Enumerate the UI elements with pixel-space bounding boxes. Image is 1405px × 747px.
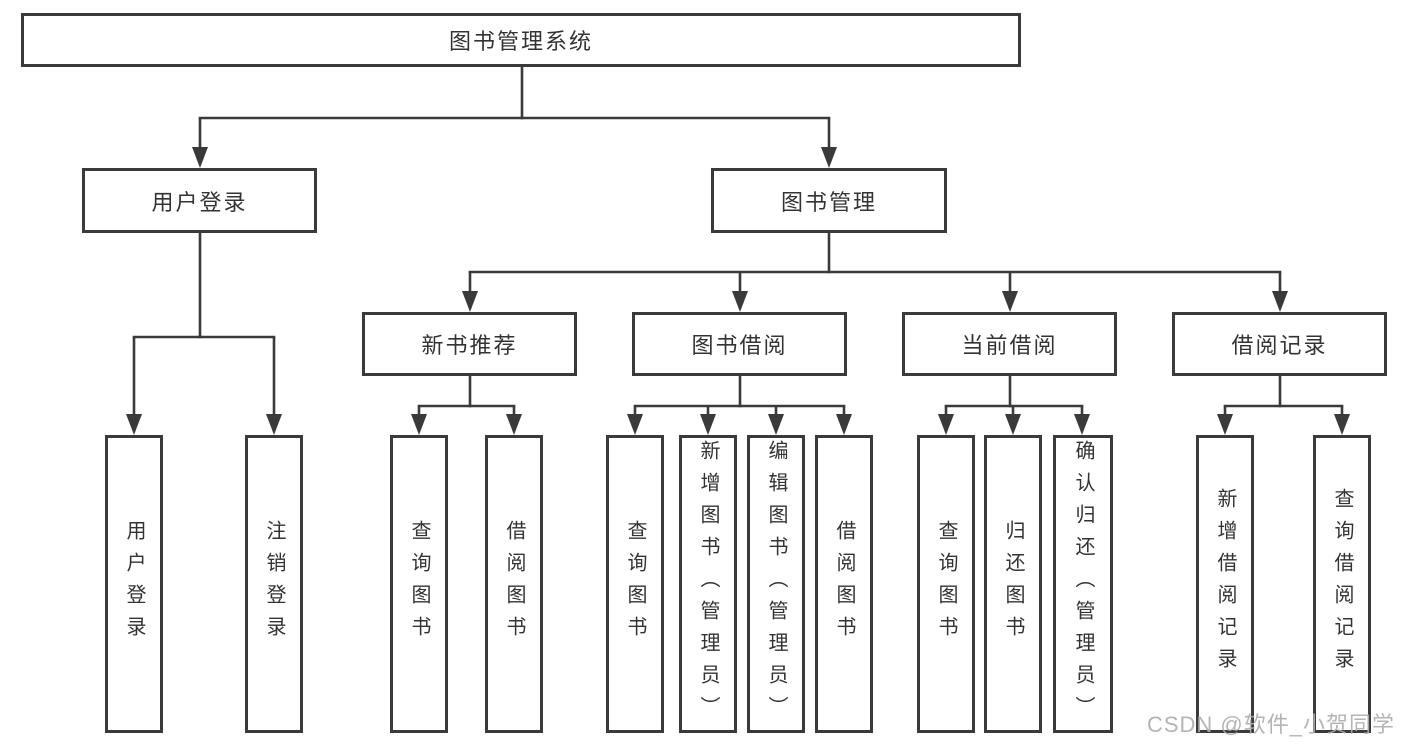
node-user-login: 用户登录 — [82, 168, 317, 233]
leaf-borrow-query-book: 查询图书 — [606, 435, 664, 733]
leaf-current-confirm-return-admin: 确认归还（管理员） — [1053, 435, 1113, 733]
leaf-borrow-borrow-book: 借阅图书 — [815, 435, 873, 733]
leaf-newbook-borrow-book: 借阅图书 — [485, 435, 543, 733]
leaf-current-return-book: 归还图书 — [984, 435, 1042, 733]
leaf-borrow-edit-book-admin: 编辑图书（管理员） — [747, 435, 805, 733]
node-current-borrow: 当前借阅 — [902, 312, 1117, 376]
csdn-watermark: CSDN @软件_小贺同学 — [1146, 712, 1395, 737]
leaf-current-query-book: 查询图书 — [917, 435, 975, 733]
leaf-user-login: 用户登录 — [105, 435, 163, 733]
node-book-borrow: 图书借阅 — [632, 312, 847, 376]
leaf-record-add: 新增借阅记录 — [1196, 435, 1254, 733]
leaf-newbook-query-book: 查询图书 — [390, 435, 448, 733]
node-book-management: 图书管理 — [711, 168, 947, 233]
leaf-logout: 注销登录 — [245, 435, 303, 733]
leaf-record-query: 查询借阅记录 — [1313, 435, 1371, 733]
node-borrow-record: 借阅记录 — [1172, 312, 1387, 376]
arrowhead-icons — [126, 147, 1350, 435]
leaf-borrow-add-book-admin: 新增图书（管理员） — [679, 435, 737, 733]
node-new-book-recommend: 新书推荐 — [362, 312, 577, 376]
node-root: 图书管理系统 — [21, 13, 1021, 67]
